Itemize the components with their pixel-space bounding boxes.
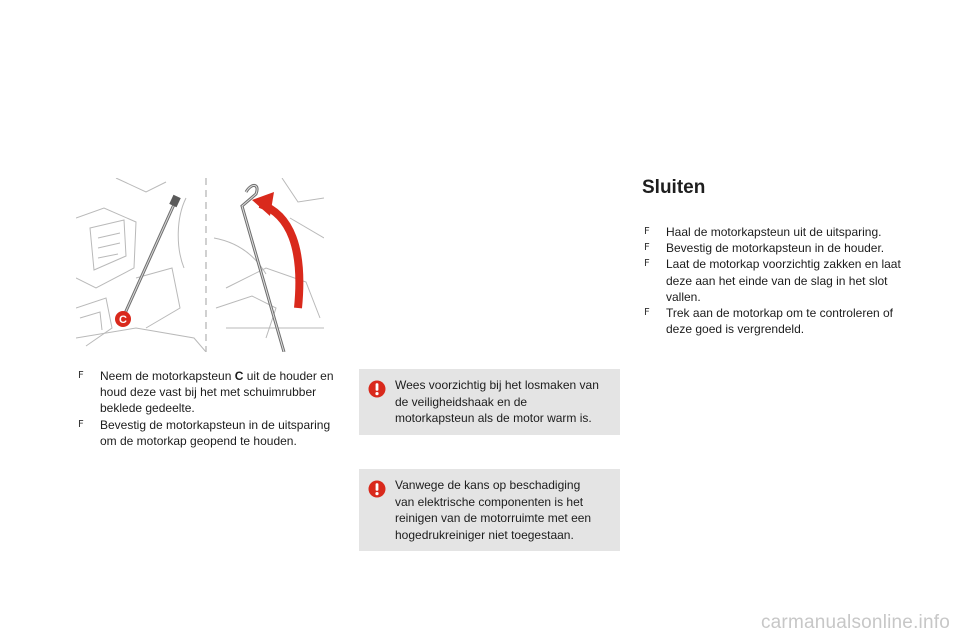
hood-support-illustration: C xyxy=(76,178,324,352)
engine-bay-drawing: C xyxy=(76,178,324,352)
warning-box-pressure-washer: Vanwege de kans op beschadiging van elek… xyxy=(359,469,620,551)
bullet-marker: F xyxy=(644,258,650,270)
warning-text: Wees voorzichtig bij het losmaken van de… xyxy=(395,378,599,425)
callout-c-label: C xyxy=(119,314,127,326)
warning-text: Vanwege de kans op beschadiging van elek… xyxy=(395,478,592,542)
section-title-closing: Sluiten xyxy=(642,177,706,198)
bullet-marker: F xyxy=(78,370,84,381)
warning-exclamation-icon xyxy=(368,480,386,498)
bullet-marker: F xyxy=(644,307,650,319)
callout-c-marker xyxy=(115,311,131,327)
warning-box-hot-engine: Wees voorzichtig bij het losmaken van de… xyxy=(359,369,620,435)
warning-exclamation-icon xyxy=(368,380,386,398)
bullet-marker: F xyxy=(644,226,650,237)
bullet-marker: F xyxy=(78,418,84,430)
bullet-marker: F xyxy=(644,242,650,254)
watermark-text: carmanualsonline.info xyxy=(760,612,950,633)
